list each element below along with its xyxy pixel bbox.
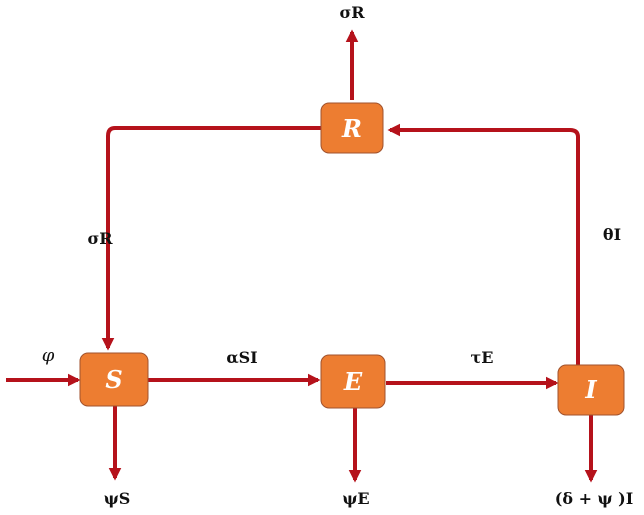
node-s-label: S	[105, 365, 122, 394]
arrow-r-to-s	[101, 126, 322, 351]
label-psi-s: ψS	[104, 489, 131, 508]
node-i-label: I	[584, 375, 597, 404]
node-r-box	[320, 102, 384, 154]
node-e-label: E	[343, 367, 363, 396]
arrow-i-to-r	[387, 123, 580, 365]
node-s: S	[79, 352, 149, 407]
label-psi-e: ψE	[342, 489, 369, 508]
node-i: I	[557, 364, 625, 416]
label-sigma-r-left: σR	[87, 229, 113, 248]
label-delta-psi-i: (δ + ψ )I	[555, 489, 633, 508]
node-i-box	[557, 364, 625, 416]
label-sigma-r-top: σR	[339, 3, 365, 22]
label-alpha-si: αSI	[226, 348, 257, 367]
label-theta-i: θI	[603, 225, 621, 244]
node-s-box	[79, 352, 149, 407]
edges	[6, 29, 598, 483]
node-r-label: R	[341, 114, 362, 143]
node-e: E	[320, 354, 386, 409]
edge-labels: σR σR θI φ αSI τE ψS ψE (δ + ψ )I	[42, 3, 634, 508]
label-tau-e: τE	[471, 348, 494, 367]
label-recruitment: φ	[42, 345, 55, 366]
node-e-box	[320, 354, 386, 409]
node-r: R	[320, 102, 384, 154]
